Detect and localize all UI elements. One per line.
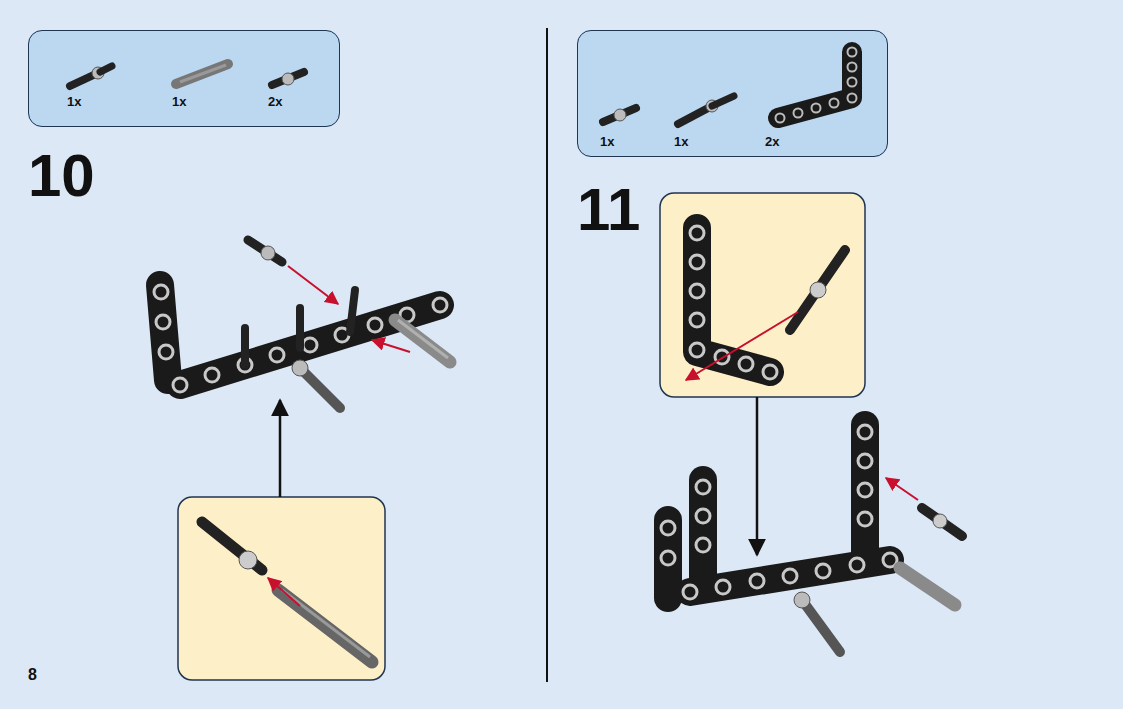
parts-list-panel: 1x 1x 2x	[577, 30, 888, 157]
part-quantity: 2x	[765, 135, 779, 149]
page-number: 8	[28, 667, 37, 683]
l-beam-pin	[686, 226, 845, 380]
frame-assembly	[661, 425, 962, 652]
part-quantity: 1x	[67, 95, 81, 109]
parts-panel-fill	[577, 30, 888, 157]
part-quantity: 1x	[172, 95, 186, 109]
subassembly-box	[660, 193, 865, 397]
step-number: 11	[577, 180, 640, 240]
parts-panel-fill	[28, 30, 340, 127]
step-number: 10	[28, 146, 95, 206]
assembly-arrow	[756, 397, 759, 555]
part-quantity: 1x	[600, 135, 614, 149]
parts-icons	[70, 64, 304, 86]
beam-assembly	[154, 240, 450, 408]
part-quantity: 2x	[268, 95, 282, 109]
parts-icons	[603, 48, 857, 125]
divider-line	[546, 28, 548, 682]
part-quantity: 1x	[674, 135, 688, 149]
parts-list-panel: 1x 1x 2x	[28, 30, 340, 127]
assembly-arrow	[279, 400, 282, 497]
pin-axle-assembly	[202, 522, 372, 662]
subassembly-box	[178, 497, 385, 680]
